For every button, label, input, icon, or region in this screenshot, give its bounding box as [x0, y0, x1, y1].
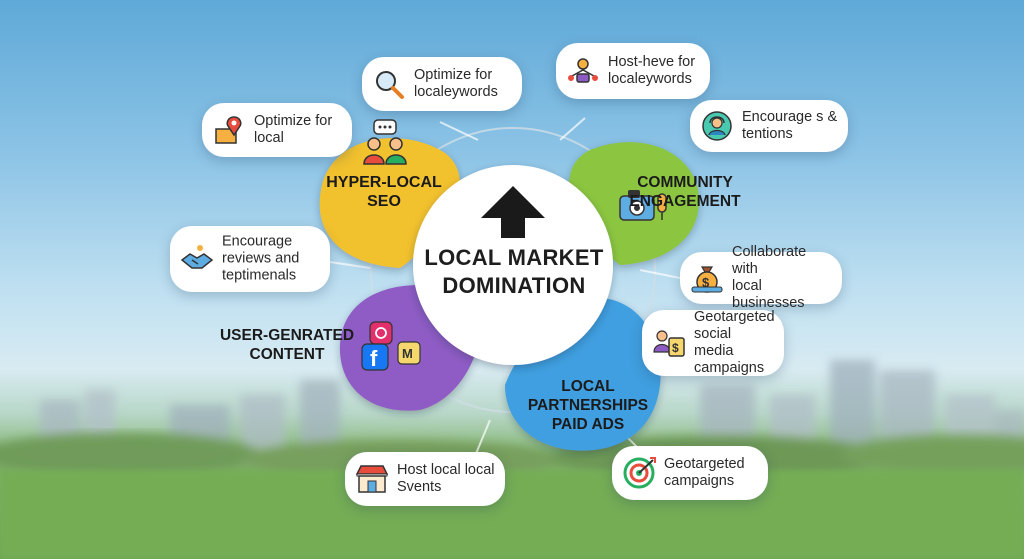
bubble-optimize-keywords: Optimize for localeywords [362, 57, 522, 111]
support-agent-icon [702, 111, 732, 141]
target-icon [623, 457, 656, 489]
bubble-optimize-keywords-text: Optimize for localeywords [414, 67, 498, 100]
partnerships-label: LOCAL PARTNERSHIPS PAID ADS [527, 378, 649, 433]
bubble-optimize-local: Optimize for local [202, 103, 352, 157]
bubble-host-keywords: Host-heve for localeywords [556, 43, 710, 99]
bubble-collaborate-text: Collaborate with local businesses [732, 244, 807, 311]
money-bag-icon: $ [691, 266, 723, 293]
magnifier-icon [376, 71, 404, 99]
ugc-label: USER-GENRATED CONTENT [219, 327, 355, 363]
bubble-geo-social-text: Geotargeted social media campaigns [694, 309, 775, 376]
bubble-geo-campaigns-text: Geotargeted campaigns [664, 456, 745, 489]
bubble-collaborate: $ Collaborate with local businesses [680, 244, 842, 311]
social-media-icon: f M [361, 321, 421, 371]
bubble-encourage-tentions-text: Encourage s & tentions [742, 109, 838, 142]
arrow-up-icon [481, 186, 545, 238]
bubble-optimize-local-text: Optimize for local [254, 113, 333, 146]
grass-field [0, 470, 1024, 559]
team-chat-icon [363, 119, 407, 165]
connector-lines [329, 117, 681, 457]
svg-text:$: $ [702, 275, 710, 290]
bubble-host-events: Host local local Svents [345, 452, 505, 506]
bubble-host-events-text: Host local local Svents [397, 462, 495, 495]
community-label: COMMUNITY ENGAGEMENT [629, 174, 741, 210]
handshake-icon [180, 245, 214, 269]
map-pin-icon [215, 116, 242, 144]
storefront-icon [355, 465, 389, 493]
center-circle [413, 165, 613, 365]
svg-text:f: f [370, 346, 378, 371]
payment-person-icon: $ [653, 330, 685, 357]
bubble-geo-social: $ Geotargeted social media campaigns [642, 309, 784, 376]
bubble-encourage-reviews-text: Encourage reviews and teptimenals [222, 233, 300, 284]
drone-icon [568, 58, 598, 83]
bubble-geo-campaigns: Geotargeted campaigns [612, 446, 768, 500]
center-title: LOCAL MARKET DOMINATION [424, 245, 604, 298]
bubble-encourage-tentions: Encourage s & tentions [690, 100, 848, 152]
bubble-encourage-reviews: Encourage reviews and teptimenals [170, 226, 330, 292]
bubble-host-keywords-text: Host-heve for localeywords [608, 54, 696, 87]
seo-label: HYPER-LOCAL SEO [326, 174, 442, 210]
svg-text:M: M [402, 346, 413, 361]
camera-icon [619, 190, 667, 221]
svg-text:$: $ [672, 341, 679, 355]
